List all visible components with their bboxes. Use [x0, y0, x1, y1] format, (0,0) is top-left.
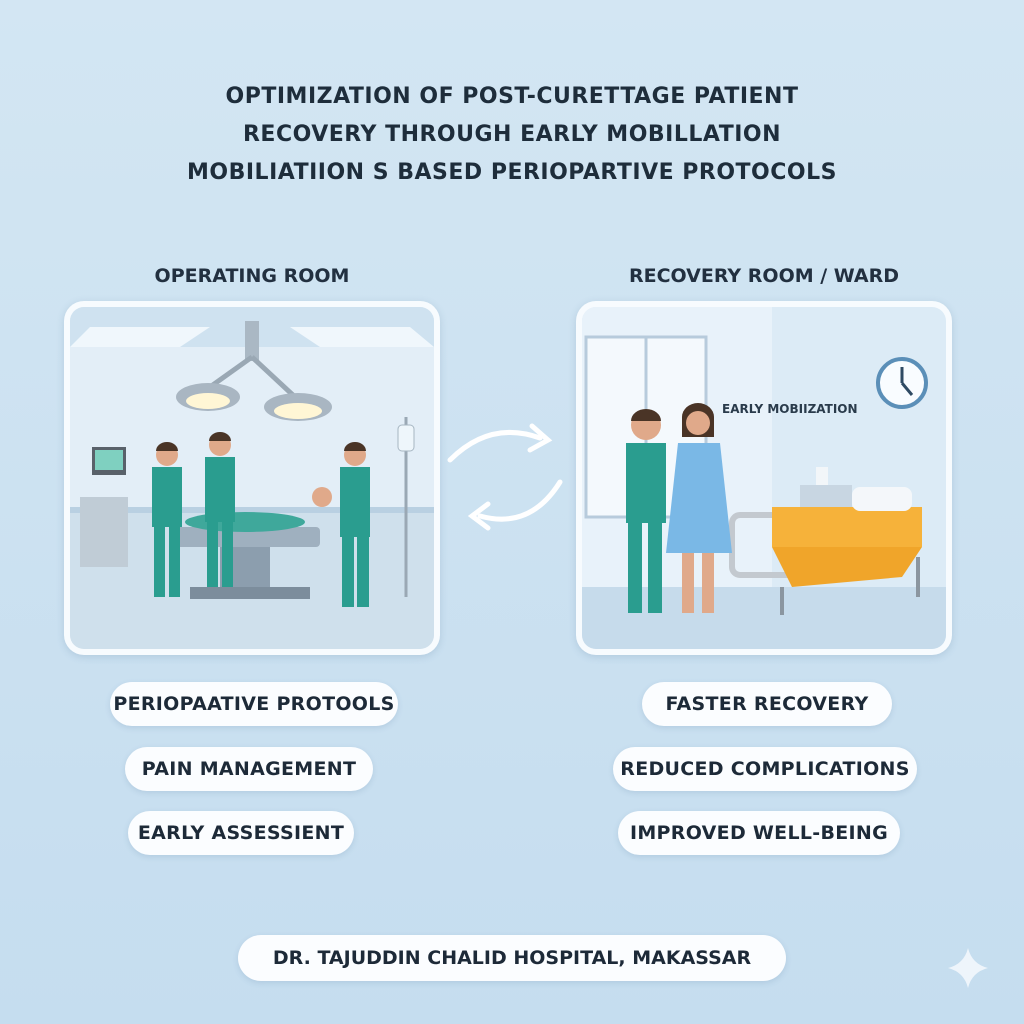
operating-room-panel — [64, 301, 440, 655]
pill-faster-recovery: FASTER RECOVERY — [642, 682, 892, 726]
pill-improved-well-being: IMPROVED WELL-BEING — [618, 811, 900, 855]
pill-early-assessment: EARLY ASSESSIENT — [128, 811, 354, 855]
pill-pain-management: PAIN MANAGEMENT — [125, 747, 373, 791]
title-line-2: RECOVERY THROUGH EARLY MOBILLATION — [242, 122, 782, 147]
recovery-room-label: RECOVERY ROOM / WARD — [628, 265, 900, 287]
recovery-room-panel — [576, 301, 952, 655]
early-mobilization-annotation: EARLY MOBIIZATION — [722, 402, 858, 416]
operating-room-label: OPERATING ROOM — [154, 265, 350, 287]
title-line-3: MOBILIATIION S BASED PERIOPARTIVE PROTOC… — [187, 160, 837, 185]
pill-reduced-complications: REDUCED COMPLICATIONS — [613, 747, 917, 791]
sparkle-icon — [948, 948, 988, 988]
recovery-room-illustration — [582, 307, 946, 649]
operating-room-illustration — [70, 307, 434, 649]
pill-perioperative-protocols: PERIOPAATIVE PROTOOLS — [110, 682, 398, 726]
hospital-footer: DR. TAJUDDIN CHALID HOSPITAL, MAKASSAR — [238, 935, 786, 981]
title-line-1: OPTIMIZATION OF POST-CURETTAGE PATIENT — [225, 84, 799, 109]
cycle-arrows — [447, 423, 563, 531]
page-title: OPTIMIZATION OF POST-CURETTAGE PATIENT R… — [0, 78, 1024, 192]
